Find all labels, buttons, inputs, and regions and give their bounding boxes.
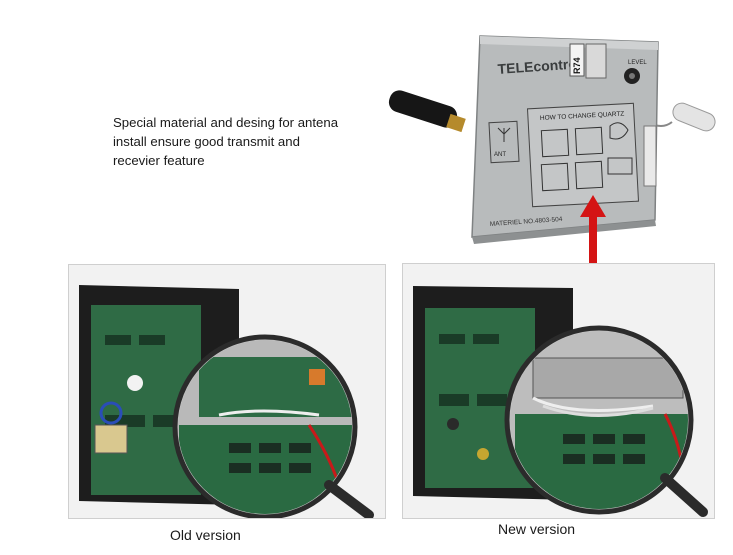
- old-version-label: Old version: [170, 527, 241, 543]
- new-version-photo: [402, 263, 715, 519]
- old-version-photo: [68, 264, 386, 519]
- brand-logo: TELEcontrol: [497, 55, 581, 77]
- new-version-label: New version: [498, 521, 576, 537]
- antenna-icon: [388, 90, 466, 133]
- model-tag: R74: [572, 57, 582, 74]
- instructions-panel: [526, 102, 640, 208]
- caption-line-2: install ensure good transmit and: [113, 134, 300, 149]
- receiver-module-photo: TELEcontrol R74 LEVEL ANT HOW TO CHANGE …: [388, 35, 716, 244]
- antenna-caption: Special material and desing for antena i…: [113, 113, 403, 170]
- caption-line-1: Special material and desing for antena: [113, 115, 339, 130]
- spring-cable-icon: [647, 102, 716, 132]
- instructions-title: HOW TO CHANGE QUARTZ: [540, 111, 625, 122]
- caption-line-3: recevier feature: [113, 153, 205, 168]
- level-label: LEVEL: [628, 60, 647, 66]
- ant-label: ANT: [494, 152, 506, 158]
